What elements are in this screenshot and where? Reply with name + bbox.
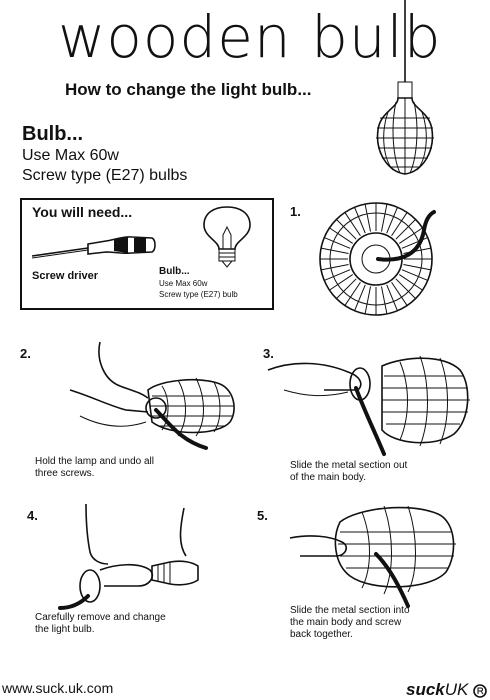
spoke (354, 207, 366, 234)
spoke (395, 219, 416, 240)
spoke (386, 284, 398, 311)
you-will-need-title: You will need... (32, 204, 133, 220)
kit-bulb-title: Bulb... (159, 266, 190, 277)
step-4-caption-line1: Carefully remove and change (35, 612, 166, 623)
hands-illustration-icon (58, 503, 199, 610)
page-title: wooden bulb (58, 3, 442, 71)
spoke (403, 263, 432, 271)
step-3-number: 3. (263, 346, 274, 361)
brand-main: suck (406, 680, 445, 699)
spoke (391, 212, 408, 236)
spoke (380, 203, 388, 232)
spoke (395, 278, 416, 299)
subtitle: How to change the light bulb... (65, 80, 312, 99)
step-2-caption-line2: three screws. (35, 468, 95, 479)
spoke (364, 286, 372, 315)
step-5-caption-line3: back together. (290, 629, 353, 640)
spoke (399, 227, 423, 244)
lamp-top-view-icon (319, 202, 436, 316)
step-3-caption-line1: Slide the metal section out (290, 460, 408, 471)
footer-url[interactable]: www.suck.uk.com (2, 680, 114, 696)
step-2-number: 2. (20, 346, 31, 361)
you-will-need-box (20, 198, 274, 310)
step-4-number: 4. (27, 508, 38, 523)
spoke (399, 274, 423, 291)
hands-illustration-icon (289, 505, 456, 608)
spoke (386, 207, 398, 234)
screwdriver-label: Screw driver (32, 270, 99, 282)
step-5-caption-line1: Slide the metal section into (290, 605, 410, 616)
step-3-caption-line2: of the main body. (290, 472, 366, 483)
spoke (391, 282, 408, 306)
hands-illustration-icon (69, 341, 235, 450)
spoke (324, 269, 351, 281)
registered-mark-icon (473, 683, 487, 698)
spoke (336, 219, 357, 240)
spoke (336, 278, 357, 299)
spoke (320, 247, 349, 255)
spoke (380, 286, 388, 315)
pendant-bulb-icon (376, 0, 434, 175)
spoke (329, 227, 353, 244)
bulb-spec-type: Screw type (E27) bulbs (22, 167, 188, 184)
step-1-number: 1. (290, 204, 301, 219)
bulb-spec-wattage: Use Max 60w (22, 147, 119, 164)
spoke (364, 203, 372, 232)
kit-bulb-type: Screw type (E27) bulb (159, 290, 238, 299)
spoke (344, 212, 361, 236)
spoke (354, 284, 366, 311)
spoke (329, 274, 353, 291)
step-4-caption-line2: the light bulb. (35, 624, 95, 635)
step-2-caption-line1: Hold the lamp and undo all (35, 456, 154, 467)
spoke (324, 237, 351, 249)
screwdriver-icon (31, 236, 156, 259)
hands-illustration-icon (267, 355, 470, 456)
step-5-caption-line2: the main body and screw (290, 617, 402, 628)
brand-suffix: UK (444, 680, 469, 699)
spoke (344, 282, 361, 306)
step-5-number: 5. (257, 508, 268, 523)
lightbulb-icon (203, 206, 251, 268)
spoke (401, 269, 428, 281)
kit-bulb-wattage: Use Max 60w (159, 279, 208, 288)
brand-logo: suckUK (406, 680, 487, 700)
spoke (320, 263, 349, 271)
spoke (403, 247, 432, 255)
bulb-spec-heading: Bulb... (22, 123, 84, 145)
